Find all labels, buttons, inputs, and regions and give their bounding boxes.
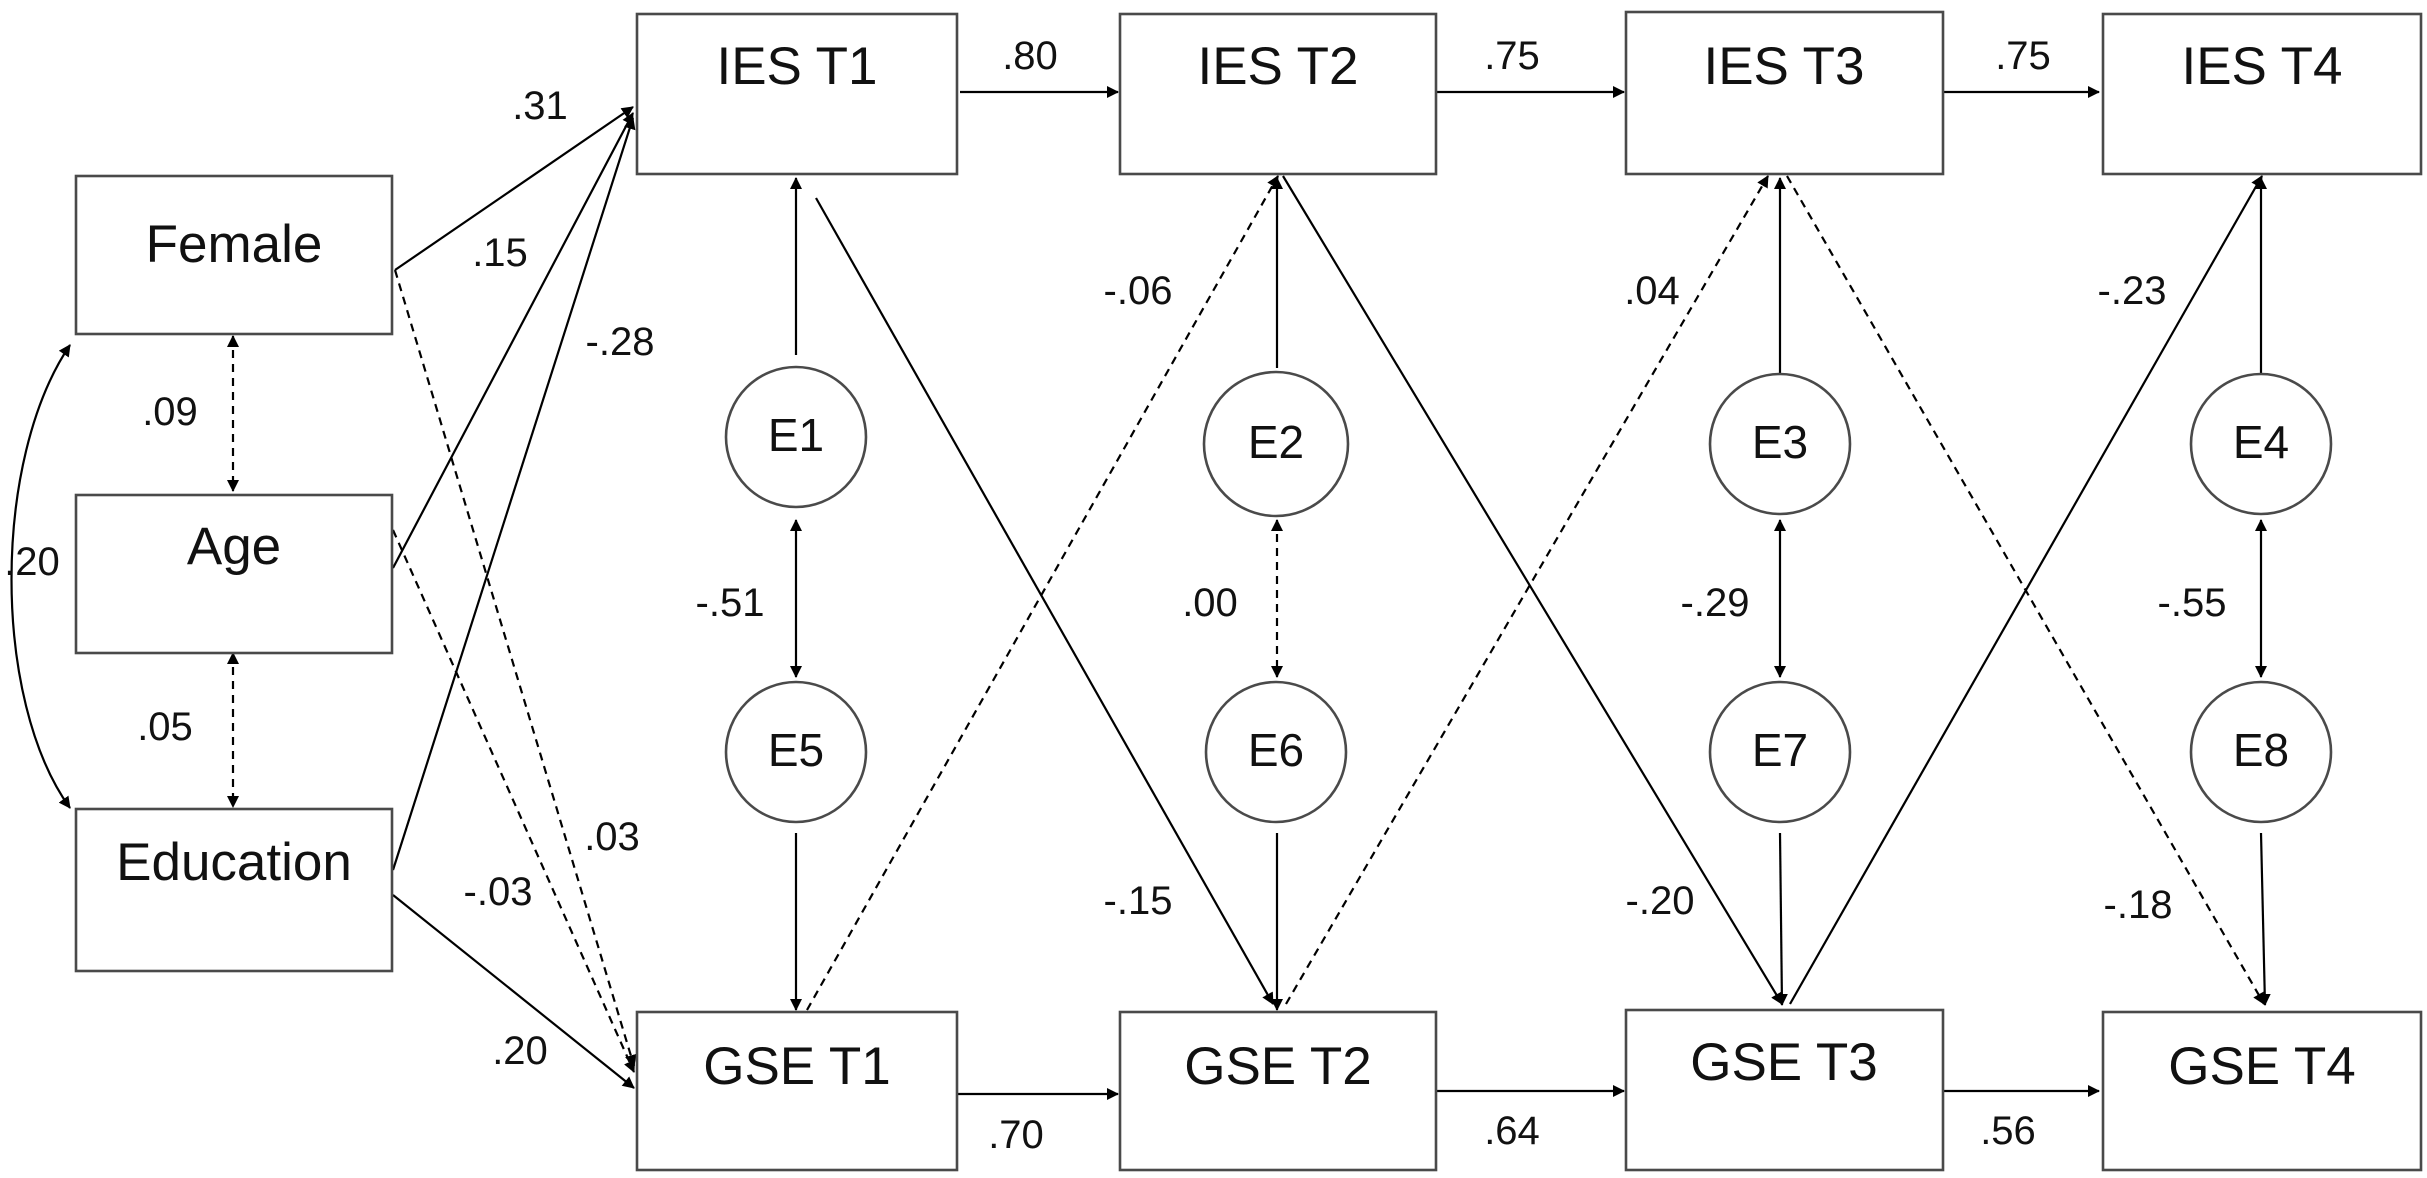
node-ies-t4-label: IES T4 bbox=[2181, 37, 2342, 96]
edge-education-gse-t1 bbox=[392, 894, 635, 1089]
coef-ies-t2-t3: .75 bbox=[1484, 34, 1540, 78]
coef-age-gse-t1: -.03 bbox=[464, 870, 533, 914]
coef-ies-t3-t4: .75 bbox=[1995, 34, 2051, 78]
node-e8: E8 bbox=[2189, 680, 2333, 824]
node-e6-label: E6 bbox=[1248, 724, 1304, 776]
node-e4-label: E4 bbox=[2233, 416, 2289, 468]
node-e6: E6 bbox=[1204, 680, 1348, 824]
node-e4: E4 bbox=[2189, 372, 2333, 516]
coef-education-ies-t1: -.28 bbox=[586, 320, 655, 364]
node-ies-t3-label: IES T3 bbox=[1703, 37, 1864, 96]
node-gse-t4: GSE T4 bbox=[2101, 1010, 2423, 1172]
node-gse-t4-label: GSE T4 bbox=[2168, 1037, 2356, 1096]
edge-age-ies-t1 bbox=[392, 112, 634, 569]
node-e1-label: E1 bbox=[768, 409, 824, 461]
coef-gse-t2-ies-t3: .04 bbox=[1624, 269, 1680, 313]
edge-female-ies-t1 bbox=[394, 106, 634, 271]
coef-gse-t1-ies-t2: -.06 bbox=[1104, 269, 1173, 313]
node-ies-t4: IES T4 bbox=[2101, 12, 2423, 176]
node-ies-t2-label: IES T2 bbox=[1197, 37, 1358, 96]
coef-age-ies-t1: .15 bbox=[472, 231, 528, 275]
edge-ies-t2-gse-t3 bbox=[1282, 175, 1783, 1005]
node-e3: E3 bbox=[1708, 372, 1852, 516]
coef-female-ies-t1: .31 bbox=[512, 84, 568, 128]
coef-e3-e7: -.29 bbox=[1681, 581, 1750, 625]
node-ies-t3: IES T3 bbox=[1624, 10, 1945, 176]
node-e7-label: E7 bbox=[1752, 724, 1808, 776]
coef-e1-e5: -.51 bbox=[696, 581, 765, 625]
edge-e7-gse-t3 bbox=[1775, 832, 1788, 1006]
coef-age-education: .05 bbox=[137, 705, 193, 749]
coef-ies-t2-gse-t3: -.20 bbox=[1626, 879, 1695, 923]
node-gse-t2-label: GSE T2 bbox=[1184, 1037, 1372, 1096]
edge-age-gse-t1 bbox=[391, 529, 636, 1073]
coef-ies-t1-t2: .80 bbox=[1002, 34, 1058, 78]
coef-female-gse-t1: .03 bbox=[584, 815, 640, 859]
coef-ies-t1-gse-t2: -.15 bbox=[1104, 879, 1173, 923]
node-education: Education bbox=[74, 807, 394, 973]
coef-female-education: .20 bbox=[4, 540, 60, 584]
node-ies-t1-label: IES T1 bbox=[716, 37, 877, 96]
node-e1: E1 bbox=[724, 365, 868, 509]
node-e5-label: E5 bbox=[768, 724, 824, 776]
edge-e8-gse-t4 bbox=[2258, 832, 2271, 1006]
edge-ies-t3-gse-t4 bbox=[1786, 175, 2265, 1005]
node-education-label: Education bbox=[116, 833, 352, 892]
node-e2-label: E2 bbox=[1248, 416, 1304, 468]
cov-female-education bbox=[10, 344, 71, 809]
node-e8-label: E8 bbox=[2233, 724, 2289, 776]
node-female-label: Female bbox=[146, 215, 323, 274]
edge-ies-t1-gse-t2 bbox=[815, 197, 1274, 1005]
node-gse-t3-label: GSE T3 bbox=[1690, 1033, 1878, 1092]
edge-gse-t1-ies-t2 bbox=[806, 175, 1279, 1011]
node-gse-t1: GSE T1 bbox=[635, 1010, 959, 1172]
node-age-label: Age bbox=[187, 517, 281, 576]
coef-e4-e8: -.55 bbox=[2158, 581, 2227, 625]
node-e3-label: E3 bbox=[1752, 416, 1808, 468]
coef-ies-t3-gse-t4: -.18 bbox=[2104, 883, 2173, 927]
edge-education-ies-t1 bbox=[391, 117, 636, 871]
node-gse-t3: GSE T3 bbox=[1624, 1008, 1945, 1172]
edge-gse-t2-ies-t3 bbox=[1285, 175, 1769, 1005]
node-e5: E5 bbox=[724, 680, 868, 824]
edge-female-gse-t1 bbox=[393, 269, 637, 1067]
coef-e2-e6: .00 bbox=[1182, 581, 1238, 625]
node-e2: E2 bbox=[1202, 370, 1350, 518]
coef-gse-t3-t4: .56 bbox=[1980, 1109, 2036, 1153]
coef-female-age: .09 bbox=[142, 390, 198, 434]
coef-gse-t2-t3: .64 bbox=[1484, 1109, 1540, 1153]
node-age: Age bbox=[74, 493, 394, 655]
node-gse-t2: GSE T2 bbox=[1118, 1010, 1438, 1172]
node-gse-t1-label: GSE T1 bbox=[703, 1037, 891, 1096]
node-e7: E7 bbox=[1708, 680, 1852, 824]
coef-education-gse-t1: .20 bbox=[492, 1029, 548, 1073]
coef-gse-t1-t2: .70 bbox=[988, 1113, 1044, 1157]
node-female: Female bbox=[74, 174, 394, 336]
node-ies-t1: IES T1 bbox=[635, 12, 959, 176]
coef-gse-t3-ies-t4: -.23 bbox=[2098, 269, 2167, 313]
node-ies-t2: IES T2 bbox=[1118, 12, 1438, 176]
